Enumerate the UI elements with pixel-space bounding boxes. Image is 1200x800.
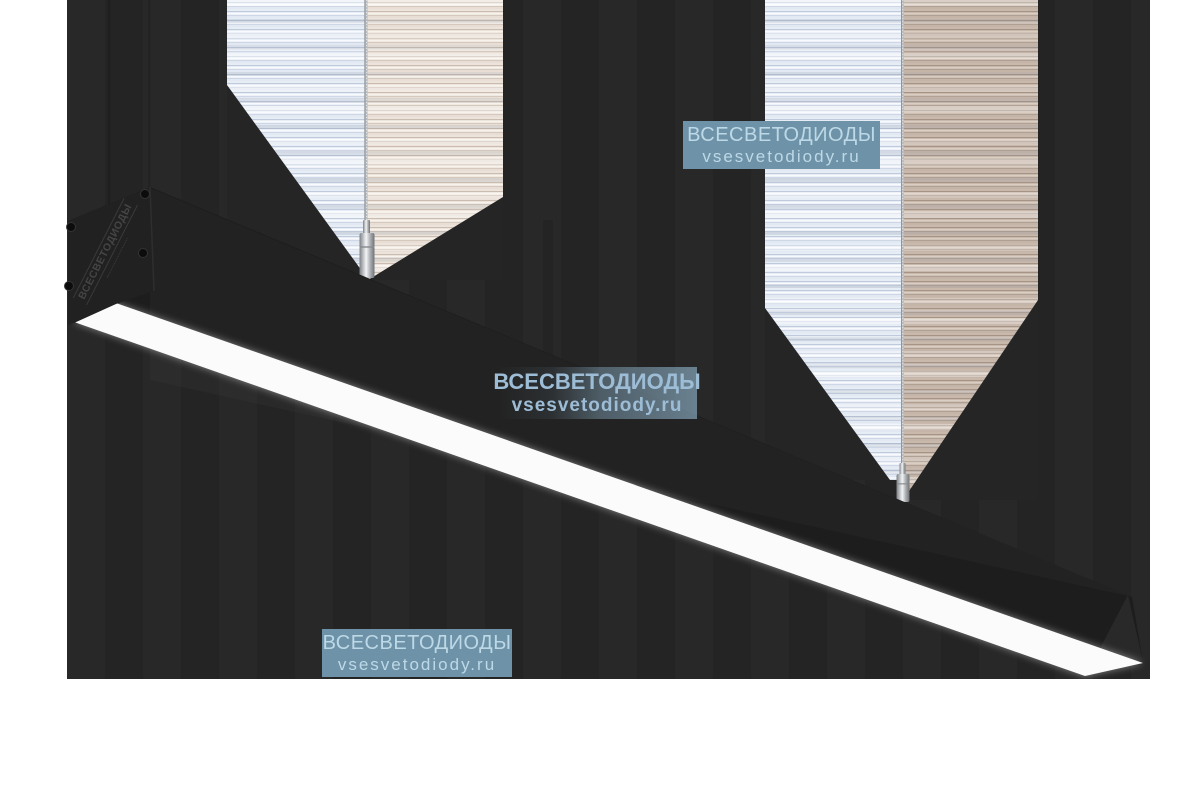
suspension-cable-right [901,0,904,466]
shadow-wedge [765,308,890,480]
shadow-wedge [368,197,503,280]
shadow-wedge [903,300,1038,500]
endcap-screws [64,189,150,291]
background-shading [108,0,553,440]
light-band-right [765,0,1038,500]
fixture-diffuser [74,302,1143,676]
cable-gripper-right [896,463,910,502]
shadow-wedge [227,85,367,278]
suspension-cable-left [364,0,368,223]
cable-gripper-left [359,220,375,278]
light-band-left [227,0,503,280]
fixture-endcap [64,186,155,325]
fixture-body [68,187,1143,676]
